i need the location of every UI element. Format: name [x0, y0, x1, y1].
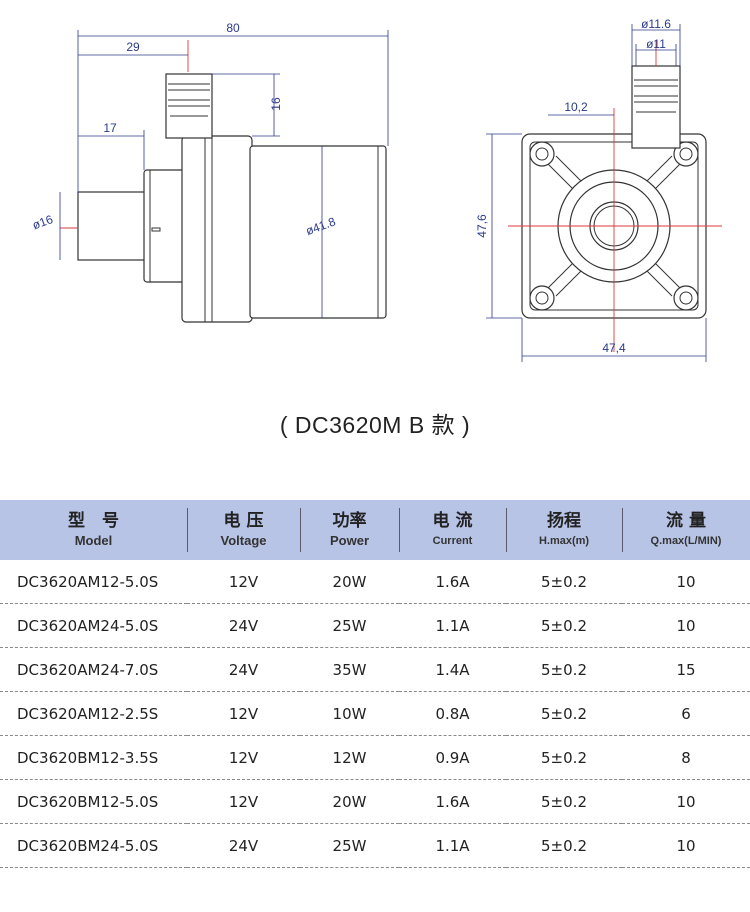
pump-head — [181, 135, 253, 323]
cell-head: 5±0.2 — [506, 735, 622, 780]
table-row: DC3620BM12-3.5S 12V 12W 0.9A 5±0.2 8 — [0, 735, 750, 780]
cell-head: 5±0.2 — [506, 823, 622, 868]
cell-current: 1.4A — [399, 647, 506, 692]
cell-flow: 8 — [622, 735, 750, 780]
cell-model: DC3620AM24-7.0S — [0, 647, 187, 692]
cell-current: 0.9A — [399, 735, 506, 780]
cell-power: 12W — [300, 735, 399, 780]
cell-model: DC3620AM24-5.0S — [0, 603, 187, 648]
technical-drawing: 80 29 17 16 ø16 ø41.8 — [31, 17, 722, 362]
cell-model: DC3620AM12-5.0S — [0, 560, 187, 604]
model-caption: ( DC3620M B 款 ) — [279, 412, 471, 438]
cell-power: 20W — [300, 560, 399, 604]
cell-model: DC3620BM12-3.5S — [0, 735, 187, 780]
cell-current: 0.8A — [399, 691, 506, 736]
cell-current: 1.1A — [399, 603, 506, 648]
table-row: DC3620AM12-5.0S 12V 20W 1.6A 5±0.2 10 — [0, 560, 750, 604]
dim-inlet-length: 17 — [103, 121, 117, 135]
cell-voltage: 24V — [187, 603, 300, 648]
table-row: DC3620AM24-7.0S 24V 35W 1.4A 5±0.2 15 — [0, 647, 750, 692]
cell-power: 25W — [300, 603, 399, 648]
cell-voltage: 12V — [187, 735, 300, 780]
cell-flow: 10 — [622, 823, 750, 868]
cell-current: 1.6A — [399, 560, 506, 604]
table-row: DC3620AM12-2.5S 12V 10W 0.8A 5±0.2 6 — [0, 691, 750, 736]
side-view: 80 29 17 16 ø16 ø41.8 — [31, 21, 389, 323]
cell-current: 1.1A — [399, 823, 506, 868]
dim-inlet-diameter: ø16 — [31, 212, 56, 232]
cell-flow: 10 — [622, 603, 750, 648]
cell-head: 5±0.2 — [506, 647, 622, 692]
dim-width: 47,4 — [602, 341, 626, 355]
dim-outlet-outer-diameter: ø11.6 — [641, 17, 671, 31]
cell-head: 5±0.2 — [506, 560, 622, 604]
cell-voltage: 24V — [187, 823, 300, 868]
outlet-nozzle-front — [631, 65, 681, 149]
mounting-holes — [529, 141, 699, 311]
cell-current: 1.6A — [399, 779, 506, 824]
cell-voltage: 12V — [187, 560, 300, 604]
cell-power: 10W — [300, 691, 399, 736]
cell-voltage: 12V — [187, 779, 300, 824]
dim-outlet-inner-diameter: ø11 — [646, 37, 666, 51]
inlet-tube — [77, 191, 147, 261]
table-row: DC3620BM24-5.0S 24V 25W 1.1A 5±0.2 10 — [0, 823, 750, 868]
cell-power: 20W — [300, 779, 399, 824]
cell-head: 5±0.2 — [506, 691, 622, 736]
cell-flow: 10 — [622, 560, 750, 604]
cell-model: DC3620AM12-2.5S — [0, 691, 187, 736]
cell-voltage: 24V — [187, 647, 300, 692]
cell-voltage: 12V — [187, 691, 300, 736]
cell-model: DC3620BM12-5.0S — [0, 779, 187, 824]
dim-outlet-offset: 10,2 — [564, 100, 588, 114]
dim-height: 47,6 — [475, 214, 489, 238]
table-row: DC3620BM12-5.0S 12V 20W 1.6A 5±0.2 10 — [0, 779, 750, 824]
dim-overall-length: 80 — [226, 21, 240, 35]
cell-power: 35W — [300, 647, 399, 692]
cell-head: 5±0.2 — [506, 779, 622, 824]
dim-outlet-position: 29 — [126, 40, 140, 54]
cell-head: 5±0.2 — [506, 603, 622, 648]
front-view: ø11.6 ø11 10,2 47,6 47,4 — [475, 17, 722, 362]
cell-flow: 6 — [622, 691, 750, 736]
motor-body — [249, 145, 387, 319]
cell-model: DC3620BM24-5.0S — [0, 823, 187, 868]
table-row: DC3620AM24-5.0S 24V 25W 1.1A 5±0.2 10 — [0, 603, 750, 648]
dim-outlet-height: 16 — [269, 97, 283, 111]
cell-power: 25W — [300, 823, 399, 868]
cell-flow: 10 — [622, 779, 750, 824]
cell-flow: 15 — [622, 647, 750, 692]
